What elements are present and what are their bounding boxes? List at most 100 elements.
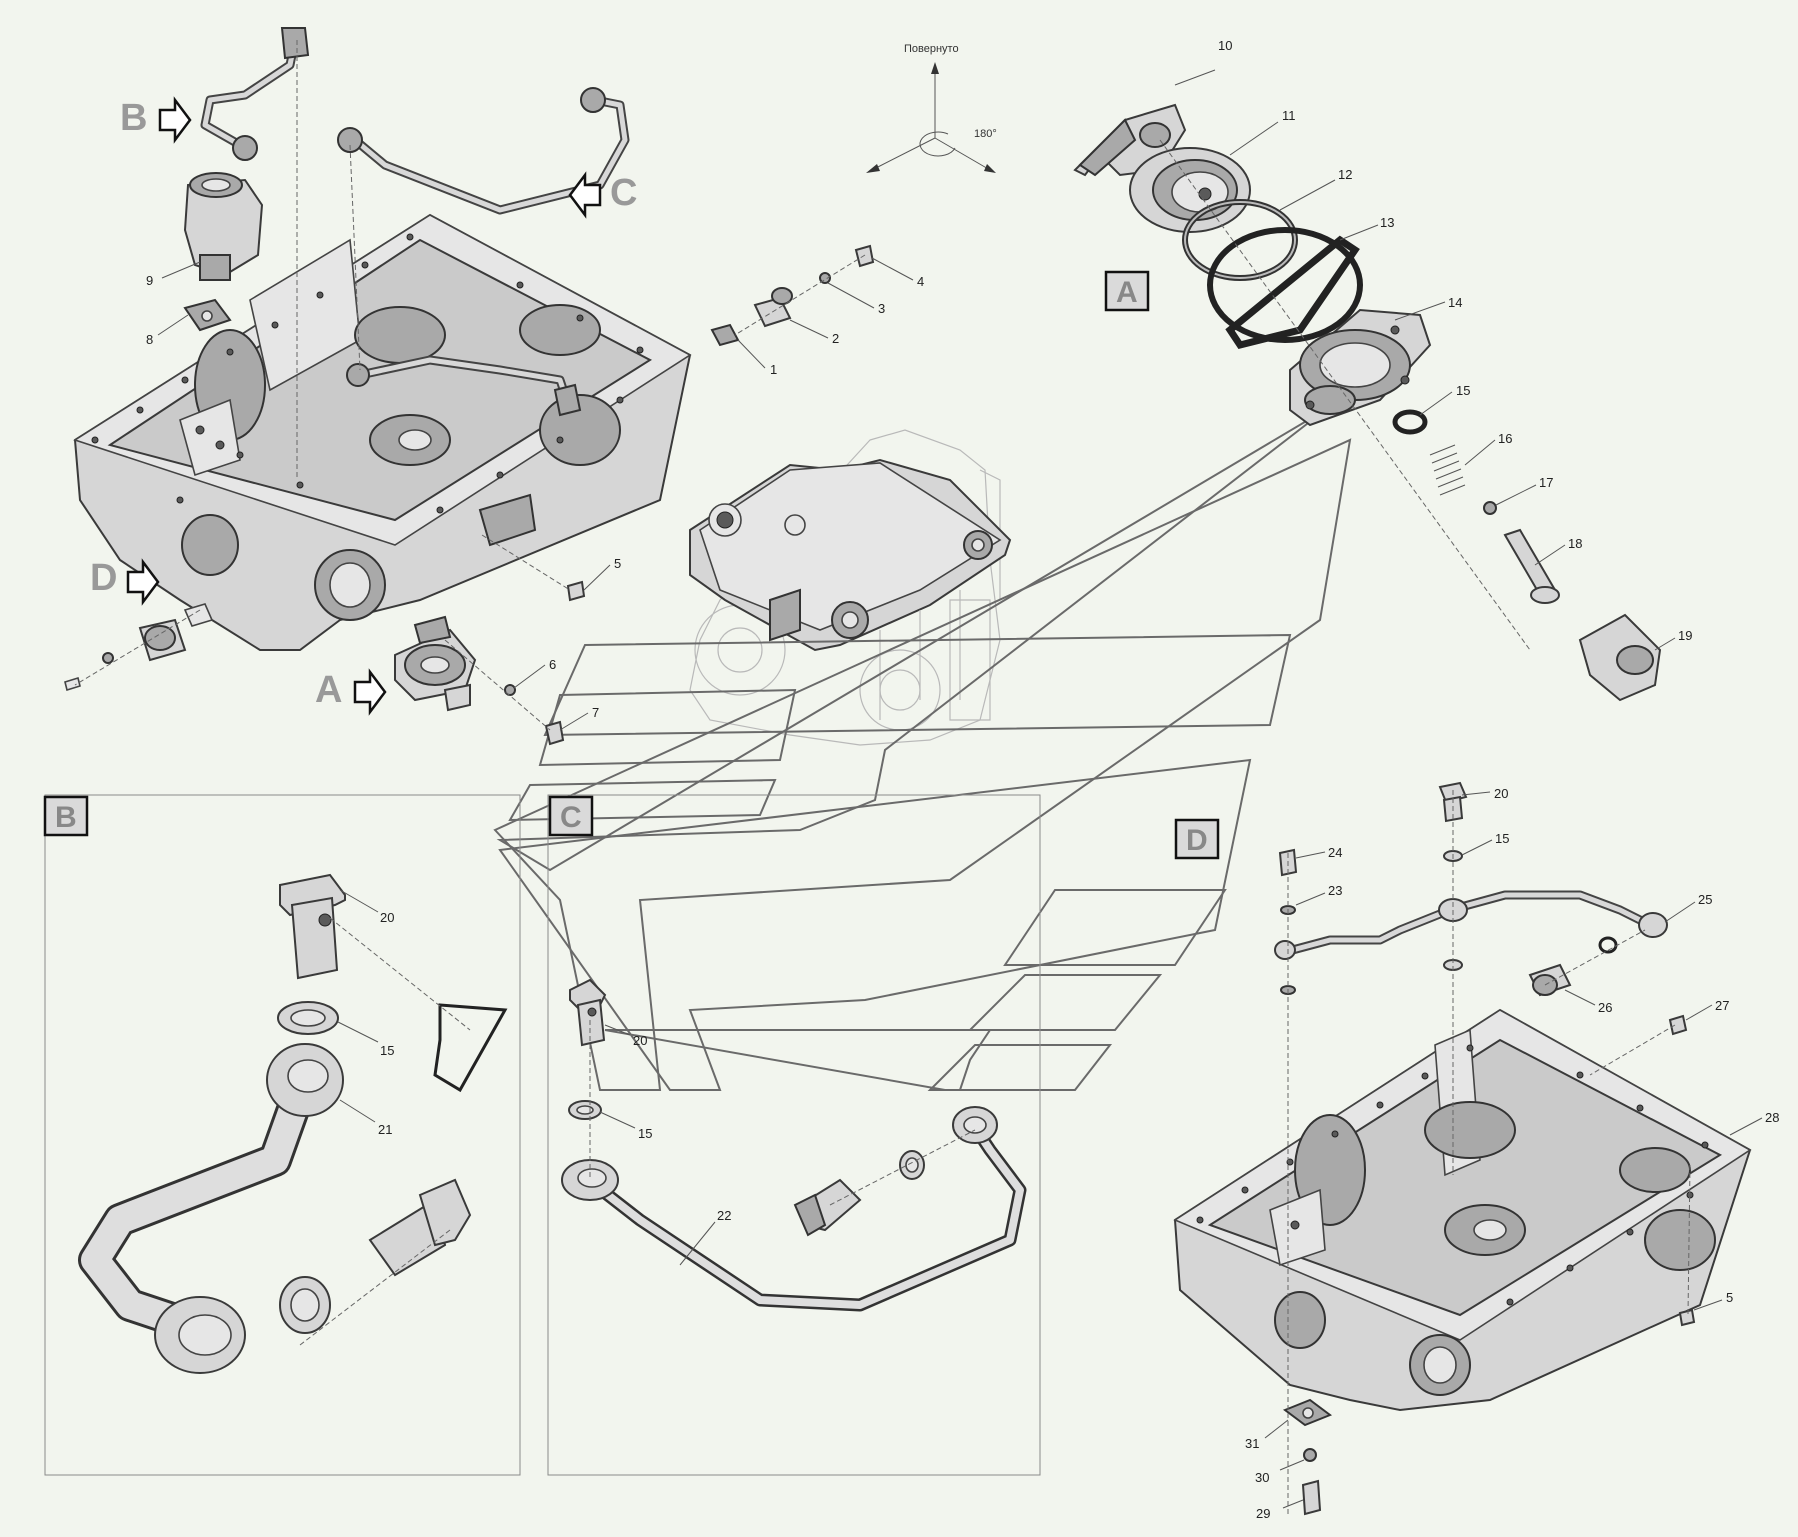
view-marker-c: C bbox=[610, 172, 637, 214]
banjo-bolt-20-b bbox=[279, 873, 346, 980]
callout-1: 1 bbox=[770, 362, 777, 377]
seal-ring-15 bbox=[1392, 409, 1428, 435]
callout-26: 26 bbox=[1598, 1000, 1612, 1015]
gasket-13 bbox=[1207, 227, 1363, 349]
view-a-label: A bbox=[1104, 270, 1150, 312]
svg-text:D: D bbox=[1186, 824, 1208, 857]
bolt-b-lower bbox=[368, 1178, 472, 1277]
washer-30-d bbox=[1303, 1448, 1317, 1462]
callout-31: 31 bbox=[1245, 1436, 1259, 1451]
rotation-angle: 180° bbox=[974, 128, 997, 140]
flow-outline-shapes bbox=[493, 409, 1352, 1091]
side-cover-assembly bbox=[64, 603, 214, 692]
view-markers-main: B C D A bbox=[90, 96, 637, 716]
ball-17 bbox=[1483, 501, 1497, 515]
plunger-18 bbox=[1503, 528, 1560, 604]
pressure-valve-plug bbox=[710, 244, 875, 347]
callout-15-b: 15 bbox=[380, 1043, 394, 1058]
callout-23: 23 bbox=[1328, 883, 1342, 898]
callout-20-d: 20 bbox=[1494, 786, 1508, 801]
oil-pressure-fitting bbox=[183, 172, 264, 281]
banjo-bolt-20-c bbox=[569, 978, 607, 1047]
callout-20-c: 20 bbox=[633, 1033, 647, 1048]
flange-bolt-holes-d bbox=[1196, 1044, 1709, 1306]
callout-5-d: 5 bbox=[1726, 1290, 1733, 1305]
rotation-indicator: Повернуто 180° bbox=[866, 43, 997, 173]
callout-11: 11 bbox=[1282, 108, 1296, 123]
cover-a bbox=[394, 615, 477, 712]
callout-15-d: 15 bbox=[1495, 831, 1509, 846]
washer-15-b bbox=[277, 1001, 339, 1035]
oil-pipe-25-d bbox=[1274, 890, 1668, 960]
callout-25: 25 bbox=[1698, 892, 1712, 907]
callout-8: 8 bbox=[146, 332, 153, 347]
view-b-label: B bbox=[43, 795, 89, 837]
callout-6: 6 bbox=[549, 657, 556, 672]
svg-text:A: A bbox=[1116, 276, 1138, 309]
callout-7: 7 bbox=[592, 705, 599, 720]
callout-14: 14 bbox=[1448, 295, 1462, 310]
callout-9: 9 bbox=[146, 273, 153, 288]
oil-pipe-inner bbox=[346, 355, 582, 417]
fitting-gasket bbox=[183, 298, 232, 332]
oil-pipe-b bbox=[200, 27, 310, 161]
callout-labels: 1 2 3 4 5 6 7 8 9 10 11 12 13 14 15 16 1… bbox=[146, 38, 1779, 1521]
flange-bolt-holes bbox=[91, 233, 644, 514]
o-ring-12 bbox=[1182, 199, 1298, 281]
callout-18: 18 bbox=[1568, 536, 1582, 551]
callout-20-b: 20 bbox=[380, 910, 394, 925]
callout-28: 28 bbox=[1765, 1110, 1779, 1125]
rotation-label: Повернуто bbox=[904, 43, 959, 55]
gasket-31-d bbox=[1282, 1398, 1333, 1427]
engine-assembly-reference bbox=[689, 429, 1012, 746]
callout-24: 24 bbox=[1328, 845, 1342, 860]
pump-body-14 bbox=[1289, 308, 1432, 427]
view-marker-d: D bbox=[90, 557, 117, 599]
fitting-26-d bbox=[1528, 936, 1618, 997]
view-c-panel bbox=[547, 794, 1041, 1476]
callout-15: 15 bbox=[1456, 383, 1470, 398]
svg-text:B: B bbox=[55, 801, 77, 834]
callout-19: 19 bbox=[1678, 628, 1692, 643]
washer-b-lower bbox=[279, 1276, 331, 1334]
callout-27: 27 bbox=[1715, 998, 1729, 1013]
spring-16 bbox=[1429, 444, 1466, 496]
pipe-21-b bbox=[78, 1043, 344, 1374]
seal-loop-b bbox=[433, 1003, 508, 1093]
callout-4: 4 bbox=[917, 274, 924, 289]
callout-17: 17 bbox=[1539, 475, 1553, 490]
callout-12: 12 bbox=[1338, 167, 1352, 182]
plug-5-d bbox=[1678, 1308, 1696, 1327]
small-washer-6 bbox=[504, 684, 516, 696]
bolt-c-lower bbox=[793, 1178, 862, 1237]
view-d-label: D bbox=[1174, 818, 1220, 860]
callout-10: 10 bbox=[1218, 38, 1232, 53]
washer-c-lower bbox=[899, 1150, 925, 1180]
oil-sump-d bbox=[1173, 1008, 1752, 1412]
callout-16: 16 bbox=[1498, 431, 1512, 446]
bolt-29-d bbox=[1301, 1479, 1322, 1516]
view-marker-b: B bbox=[120, 97, 147, 139]
oil-sump-main bbox=[73, 213, 692, 651]
callout-22: 22 bbox=[717, 1208, 731, 1223]
plug-5 bbox=[566, 580, 586, 602]
callout-3: 3 bbox=[878, 301, 885, 316]
callout-2: 2 bbox=[832, 331, 839, 346]
washer-15-c bbox=[568, 1100, 602, 1120]
nut-19 bbox=[1578, 613, 1662, 702]
view-b-panel bbox=[44, 794, 521, 1476]
assembly-axes bbox=[74, 40, 1691, 1515]
plug-27-d bbox=[1668, 1014, 1688, 1036]
view-marker-a: A bbox=[315, 669, 342, 711]
small-bolt-7 bbox=[544, 720, 565, 746]
callout-30: 30 bbox=[1255, 1470, 1269, 1485]
callout-13: 13 bbox=[1380, 215, 1394, 230]
callout-15-c: 15 bbox=[638, 1126, 652, 1141]
pipe-22-c bbox=[561, 1106, 1027, 1312]
view-c-label: C bbox=[548, 795, 594, 837]
callout-21: 21 bbox=[378, 1122, 392, 1137]
svg-text:C: C bbox=[560, 801, 582, 834]
callout-5: 5 bbox=[614, 556, 621, 571]
callout-29: 29 bbox=[1256, 1506, 1270, 1521]
